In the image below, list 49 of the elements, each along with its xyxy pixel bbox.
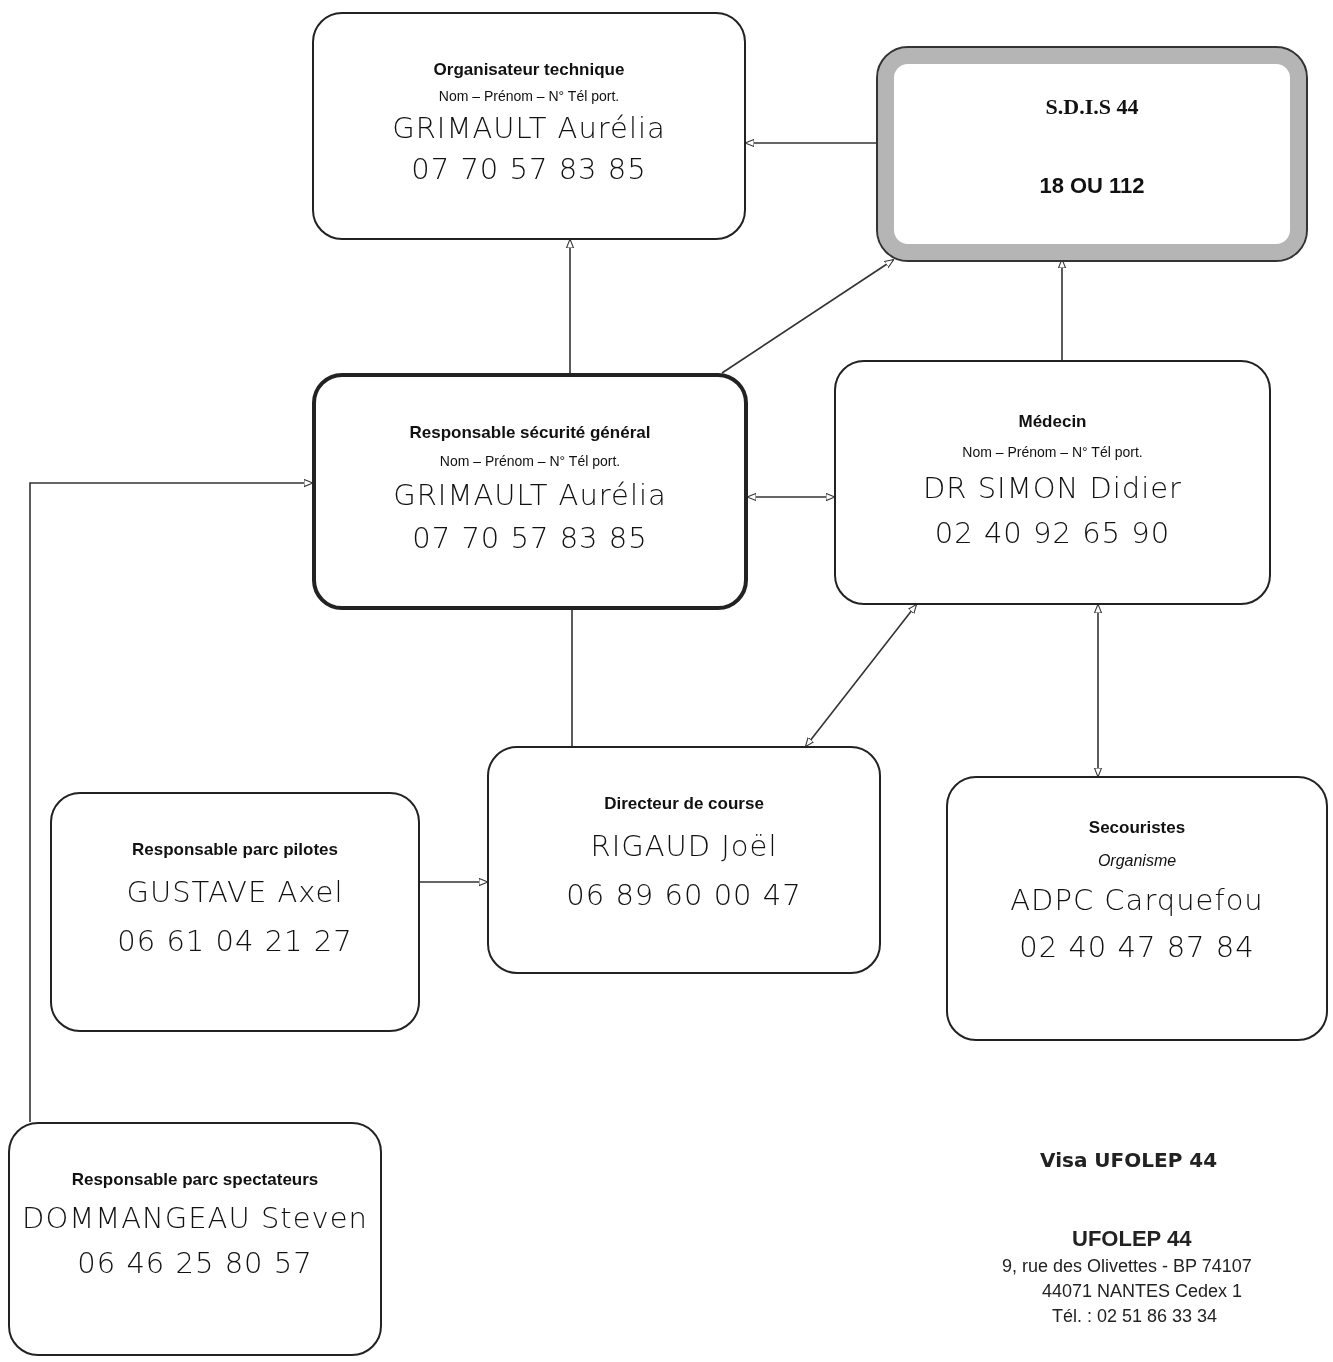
handwritten-entry: 02 40 92 65 90	[934, 517, 1171, 551]
field-hint: Nom – Prénom – N° Tél port.	[962, 443, 1143, 460]
handwritten-entry: GRIMAULT Aurélia	[393, 478, 667, 512]
arrow	[744, 138, 879, 148]
handwritten-entry: ADPC Carquefou	[1010, 883, 1264, 918]
handwritten-entry: 07 70 57 83 85	[412, 522, 648, 556]
stamp-text: Tél. : 02 51 86 33 34	[1052, 1306, 1218, 1327]
contact-box	[487, 746, 881, 974]
stamp-text: 44071 NANTES Cedex 1	[1042, 1281, 1243, 1302]
arrow	[721, 258, 895, 374]
arrow	[746, 492, 836, 502]
role-title: Médecin	[1018, 412, 1087, 432]
field-hint: Nom – Prénom – N° Tél port.	[438, 87, 620, 104]
service-name: S.D.I.S 44	[1045, 94, 1139, 120]
handwritten-entry: RIGAUD Joël	[590, 829, 778, 863]
arrow	[1093, 603, 1103, 778]
contact-box	[8, 1122, 382, 1356]
shaded-box	[878, 48, 1306, 260]
handwritten-entry: 06 61 04 21 27	[117, 924, 353, 959]
stamp-text: 9, rue des Olivettes - BP 74107	[1002, 1256, 1252, 1277]
stamp-text: UFOLEP 44	[1072, 1226, 1192, 1252]
arrow	[29, 478, 314, 1123]
arrow	[565, 238, 575, 374]
handwritten-entry: GUSTAVE Axel	[126, 875, 344, 909]
arrow	[804, 603, 918, 748]
phone-number: 18 OU 112	[1039, 173, 1145, 199]
contact-box	[946, 776, 1328, 1041]
role-title: Responsable parc spectateurs	[71, 1170, 319, 1190]
role-title: Responsable parc pilotes	[132, 840, 338, 860]
role-title: Secouristes	[1088, 818, 1186, 838]
handwritten-entry: DOMMANGEAU Steven	[22, 1201, 368, 1235]
role-title: Responsable sécurité général	[409, 423, 651, 443]
role-title: Directeur de course	[604, 794, 764, 814]
visa-note: Visa UFOLEP 44	[1040, 1148, 1218, 1172]
field-hint: Organisme	[1097, 851, 1177, 870]
contact-box	[312, 12, 746, 240]
contact-box	[312, 373, 748, 610]
handwritten-entry: 07 70 57 83 85	[411, 153, 647, 187]
connector-line	[571, 609, 573, 747]
field-hint: Nom – Prénom – N° Tél port.	[439, 452, 621, 469]
contact-box	[50, 792, 420, 1032]
role-title: Organisateur technique	[433, 60, 625, 80]
handwritten-entry: 06 46 25 80 57	[77, 1246, 313, 1281]
handwritten-entry: 06 89 60 00 47	[566, 878, 802, 913]
handwritten-entry: DR SIMON Didier	[922, 471, 1182, 505]
arrow	[419, 877, 489, 887]
contact-box	[834, 360, 1271, 605]
handwritten-entry: 02 40 47 87 84	[1019, 931, 1255, 965]
handwritten-entry: GRIMAULT Aurélia	[392, 111, 666, 145]
